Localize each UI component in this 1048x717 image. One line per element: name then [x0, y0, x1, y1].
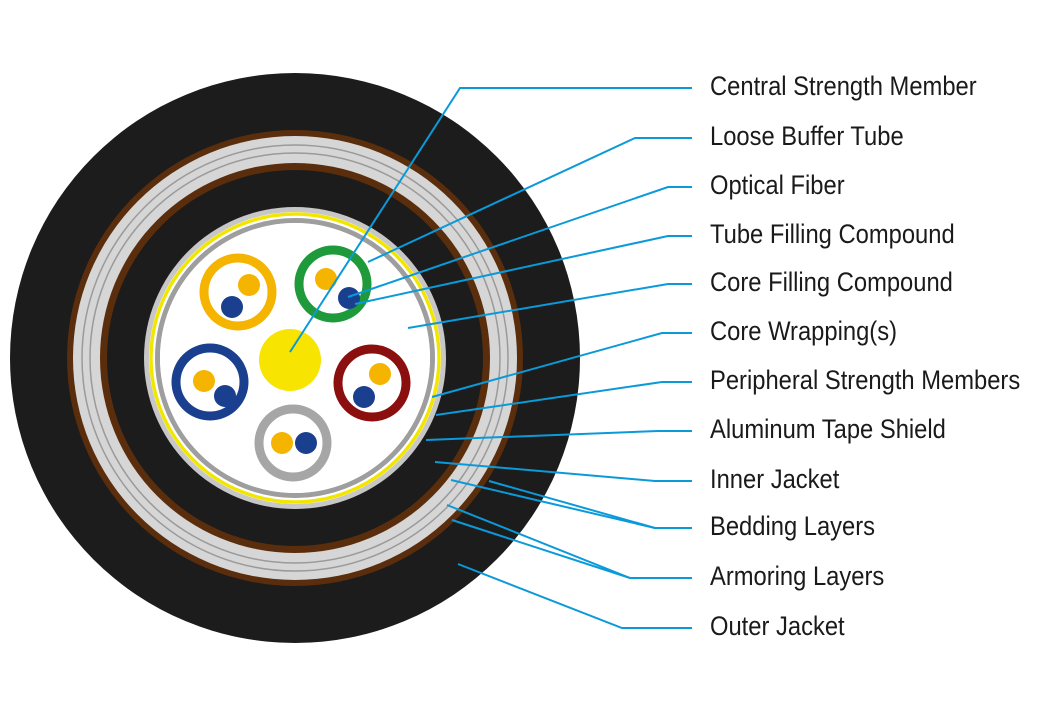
armoring-ring-line-2 — [89, 152, 501, 564]
leader-core-filling-compound — [407, 283, 692, 329]
leader-loose-buffer-tube — [367, 137, 692, 263]
loose-buffer-tube-red — [333, 344, 411, 422]
leader-peripheral-strength-members — [435, 381, 692, 416]
label-core-wrapping: Core Wrapping(s) — [710, 317, 897, 347]
label-armoring-layers: Armoring Layers — [710, 562, 884, 592]
label-central-strength-member: Central Strength Member — [710, 72, 977, 102]
optical-fiber — [221, 296, 243, 318]
optical-fiber — [295, 432, 317, 454]
label-core-filling-compound: Core Filling Compound — [710, 268, 953, 298]
armoring-ring-line-1 — [81, 144, 509, 572]
leader-aluminum-tape-shield — [425, 430, 692, 441]
label-bedding-layers: Bedding Layers — [710, 512, 875, 542]
optical-fiber — [271, 432, 293, 454]
peripheral-strength-members — [149, 212, 441, 504]
leader-tube-filling-compound — [354, 235, 692, 305]
central-strength-member — [259, 329, 321, 391]
label-loose-buffer-tube: Loose Buffer Tube — [710, 122, 904, 152]
label-optical-fiber: Optical Fiber — [710, 171, 845, 201]
optical-fiber — [353, 386, 375, 408]
leader-inner-jacket — [434, 461, 692, 482]
optical-fiber — [193, 370, 215, 392]
label-aluminum-tape-shield: Aluminum Tape Shield — [710, 415, 946, 445]
leader-optical-fiber — [347, 186, 692, 298]
label-outer-jacket: Outer Jacket — [710, 612, 845, 642]
optical-fiber — [369, 363, 391, 385]
loose-buffer-tube-blue — [171, 343, 249, 421]
leader-core-wrapping — [431, 332, 692, 398]
leader-outer-jacket — [457, 563, 692, 629]
leader-lines — [289, 87, 692, 629]
cable-cross-section — [10, 73, 580, 643]
leader-central-strength-member — [289, 87, 692, 353]
leader-armoring-layers-2 — [451, 519, 631, 579]
optical-fiber — [214, 385, 236, 407]
loose-buffer-tube-orange — [199, 253, 277, 331]
label-peripheral-strength-members: Peripheral Strength Members — [710, 366, 1020, 396]
optical-fiber — [315, 268, 337, 290]
leader-bedding-layers-2 — [488, 480, 656, 529]
optical-fiber — [238, 274, 260, 296]
label-tube-filling-compound: Tube Filling Compound — [710, 220, 955, 250]
optical-fiber — [338, 287, 360, 309]
component-labels: Central Strength Member Loose Buffer Tub… — [710, 72, 1020, 642]
label-inner-jacket: Inner Jacket — [710, 465, 839, 495]
loose-buffer-tube-gray — [254, 404, 332, 482]
core-wrapping — [155, 218, 435, 498]
